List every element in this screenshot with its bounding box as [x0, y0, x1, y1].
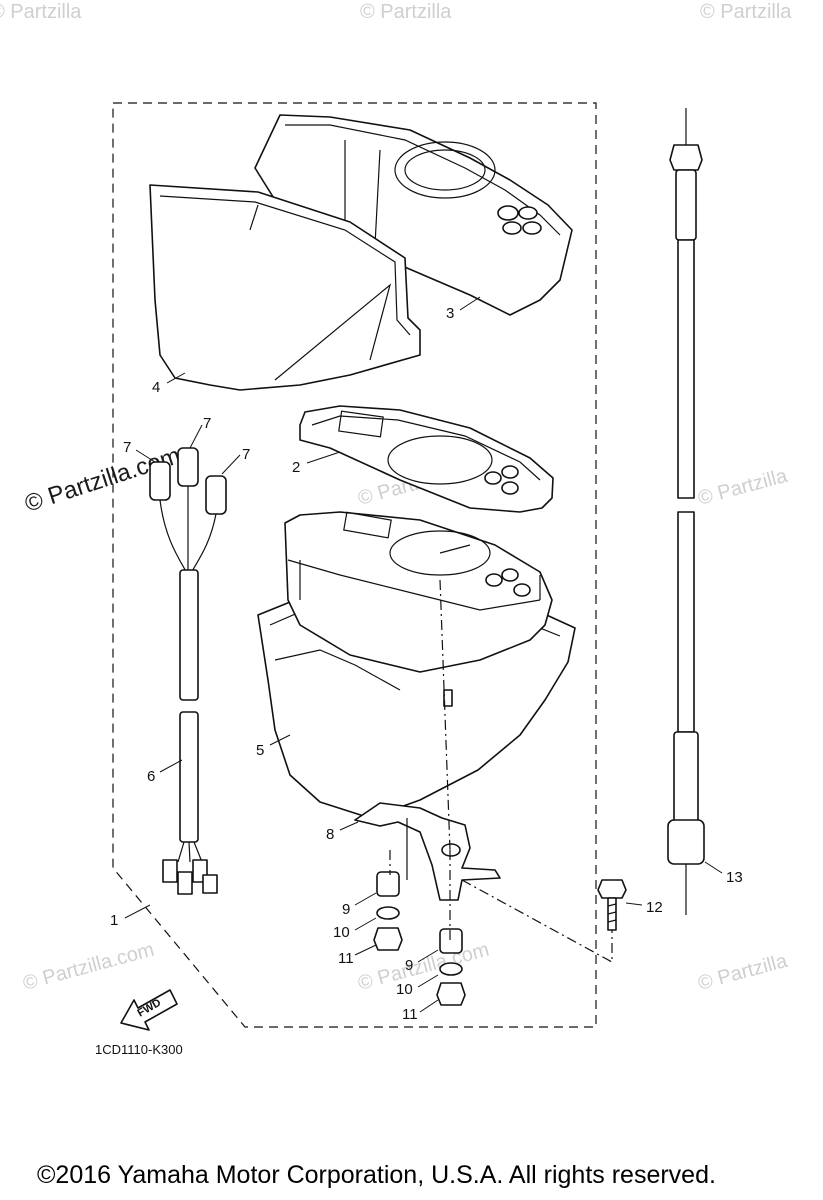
callout-9a: 9: [342, 901, 350, 918]
callout-3: 3: [446, 305, 454, 322]
diagram-code: 1CD1110-K300: [95, 1042, 183, 1057]
callout-10b: 10: [396, 981, 413, 998]
part-5-meter-assembly: [257, 511, 576, 819]
part-8-bracket: [354, 802, 501, 901]
callout-10a: 10: [333, 924, 350, 941]
watermark-low-center: © Partzilla.com: [356, 939, 492, 995]
callout-11a: 11: [338, 950, 354, 967]
callout-12: 12: [646, 899, 663, 916]
callout-labels: 1 2 3 4 5 6 7 7 7 8 9 10 11 9 10 11 12 1…: [110, 305, 743, 1023]
part-3-meter-cover: [254, 114, 573, 316]
callout-8: 8: [326, 826, 334, 843]
assembly-boundary: [112, 102, 597, 1028]
callout-6: 6: [147, 768, 155, 785]
callout-7a: 7: [123, 439, 131, 456]
callout-13: 13: [726, 869, 743, 886]
watermark-mid-right: © Partzilla: [696, 465, 791, 510]
callout-5: 5: [256, 742, 264, 759]
watermark-top-left: © Partzilla: [0, 1, 82, 23]
part-9-10-11-hardware: [373, 871, 466, 1006]
callout-4: 4: [152, 379, 160, 396]
callout-7b: 7: [203, 415, 211, 432]
part-2-lens-plate: [299, 405, 554, 513]
watermark-low-right: © Partzilla: [696, 950, 791, 995]
copyright-notice: ©2016 Yamaha Motor Corporation, U.S.A. A…: [37, 1161, 716, 1189]
part-6-wire-harness: [162, 569, 218, 895]
part-13-speedometer-cable: [667, 108, 705, 915]
callout-leaders: [124, 296, 723, 1013]
part-4-visor: [149, 184, 421, 391]
callout-2: 2: [292, 459, 300, 476]
part-12-bolt: [597, 879, 627, 931]
fwd-arrow: FWD: [120, 989, 178, 1031]
callout-7c: 7: [242, 446, 250, 463]
assembly-leader-lines: [389, 579, 613, 964]
callout-1: 1: [110, 912, 118, 929]
callout-11b: 11: [402, 1006, 418, 1023]
watermark-low-left: © Partzilla.com: [21, 939, 157, 995]
part-7-bulbs: [149, 447, 227, 576]
callout-9b: 9: [405, 957, 413, 974]
watermark-top-center: © Partzilla: [360, 1, 452, 23]
watermark-top-right: © Partzilla: [700, 1, 792, 23]
